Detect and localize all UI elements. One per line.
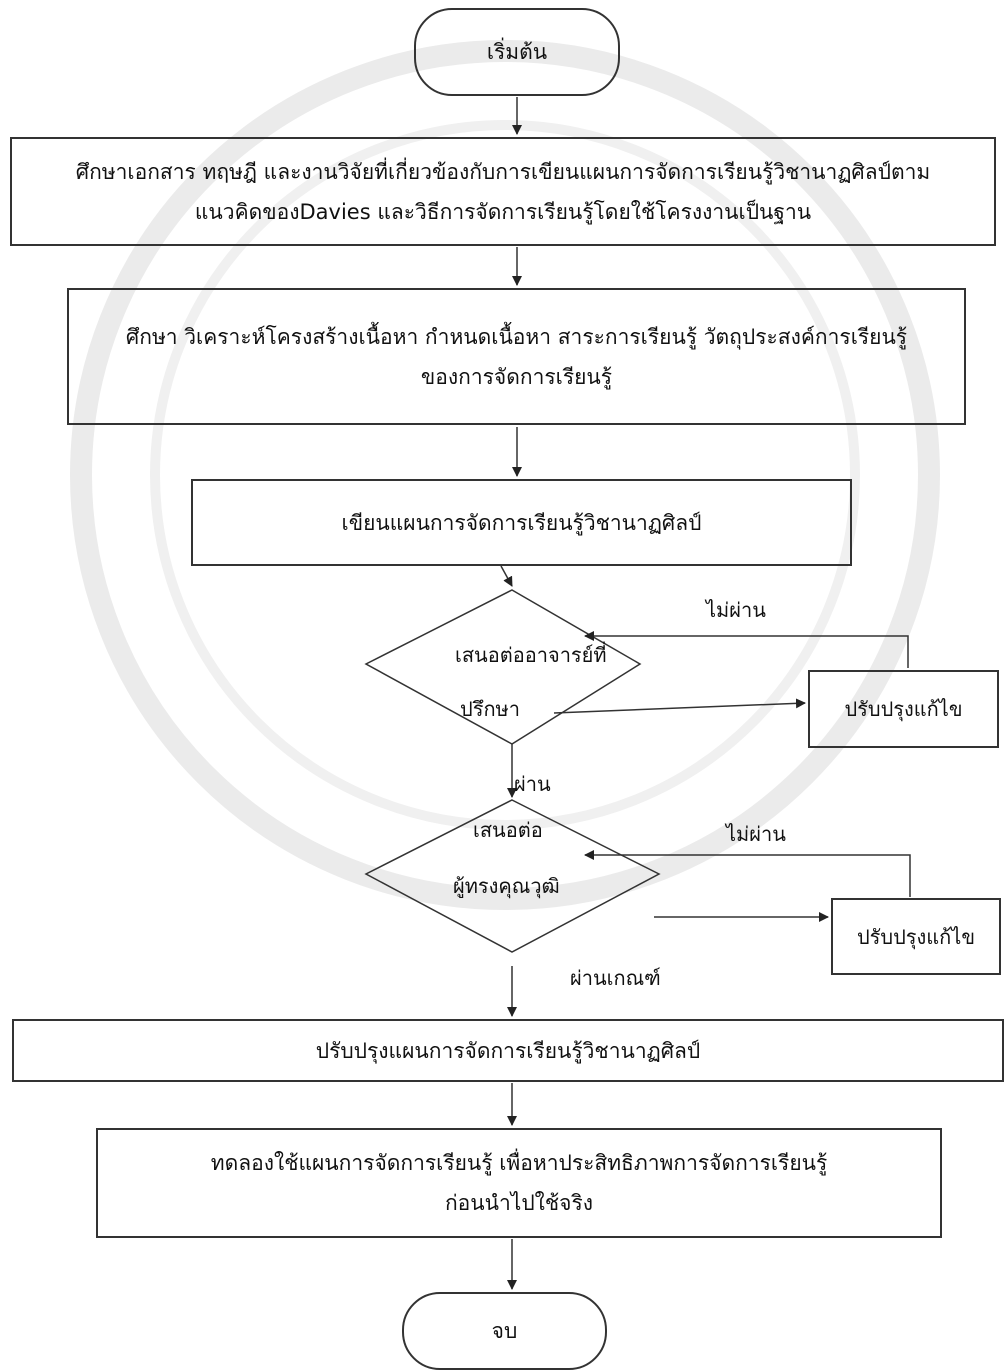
arrow-revise1-loop-back [584, 631, 909, 668]
start-label: เริ่มต้น [486, 39, 548, 64]
step3-box: เขียนแผนการจัดการเรียนรู้วิชานาฏศิลป์ [191, 479, 852, 566]
decision2-line1: เสนอต่อ [473, 818, 543, 842]
decision1-fail-label: ไม่ผ่าน [706, 598, 766, 622]
step2-box: ศึกษา วิเคราะห์โครงสร้างเนื้อหา กำหนดเนื… [67, 288, 966, 425]
arrow-step3-to-decision1 [500, 565, 513, 587]
decision2-pass-label: ผ่านเกณฑ์ [570, 966, 661, 990]
revise1-box: ปรับปรุงแก้ไข [808, 670, 999, 748]
step5-line2: ก่อนนำไปใช้จริง [444, 1191, 594, 1215]
step1-line2: แนวคิดของDavies และวิธีการจัดการเรียนรู้… [194, 199, 812, 224]
start-terminal: เริ่มต้น [414, 8, 620, 96]
revise2-label: ปรับปรุงแก้ไข [856, 924, 976, 949]
step1-line1: ศึกษาเอกสาร ทฤษฎี และงานวิจัยที่เกี่ยวข้… [75, 159, 931, 184]
decision1-line1: เสนอต่ออาจารย์ที่ [455, 643, 607, 667]
arrow-revise2-loop-back [584, 850, 911, 897]
step5-box: ทดลองใช้แผนการจัดการเรียนรู้ เพื่อหาประส… [96, 1128, 942, 1238]
step3-label: เขียนแผนการจัดการเรียนรู้วิชานาฏศิลป์ [341, 510, 702, 535]
step2-line1: ศึกษา วิเคราะห์โครงสร้างเนื้อหา กำหนดเนื… [125, 324, 908, 349]
end-terminal: จบ [402, 1292, 607, 1370]
decision2-line2: ผู้ทรงคุณวุฒิ [453, 874, 560, 898]
step2-line2: ของการจัดการเรียนรู้ [420, 364, 613, 389]
revise1-label: ปรับปรุงแก้ไข [844, 697, 963, 721]
arrow-decision1-to-revise1 [553, 698, 806, 714]
step4-box: ปรับปรุงแผนการจัดการเรียนรู้วิชานาฏศิลป์ [12, 1019, 1004, 1082]
decision1-line2: ปรึกษา [460, 697, 520, 721]
decision2-fail-label: ไม่ผ่าน [726, 822, 786, 846]
step4-label: ปรับปรุงแผนการจัดการเรียนรู้วิชานาฏศิลป์ [315, 1038, 701, 1063]
end-label: จบ [491, 1318, 518, 1343]
revise2-box: ปรับปรุงแก้ไข [831, 898, 1001, 975]
step5-line1: ทดลองใช้แผนการจัดการเรียนรู้ เพื่อหาประส… [210, 1151, 828, 1175]
decision1-pass-label: ผ่าน [514, 772, 551, 796]
decision2-diamond [364, 799, 661, 953]
step1-box: ศึกษาเอกสาร ทฤษฎี และงานวิจัยที่เกี่ยวข้… [10, 137, 996, 246]
